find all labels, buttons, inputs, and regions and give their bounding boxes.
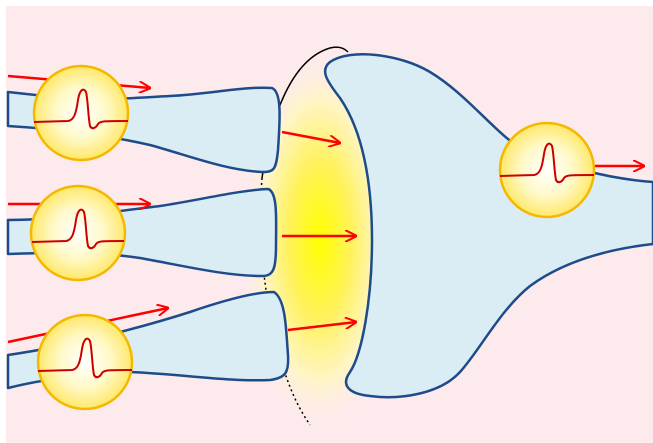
output-spike-bubble: [500, 123, 594, 217]
input-spike-bubble-1: [34, 66, 128, 160]
input-spike-bubble-2: [31, 186, 125, 280]
input-spike-bubble-3: [38, 315, 132, 409]
